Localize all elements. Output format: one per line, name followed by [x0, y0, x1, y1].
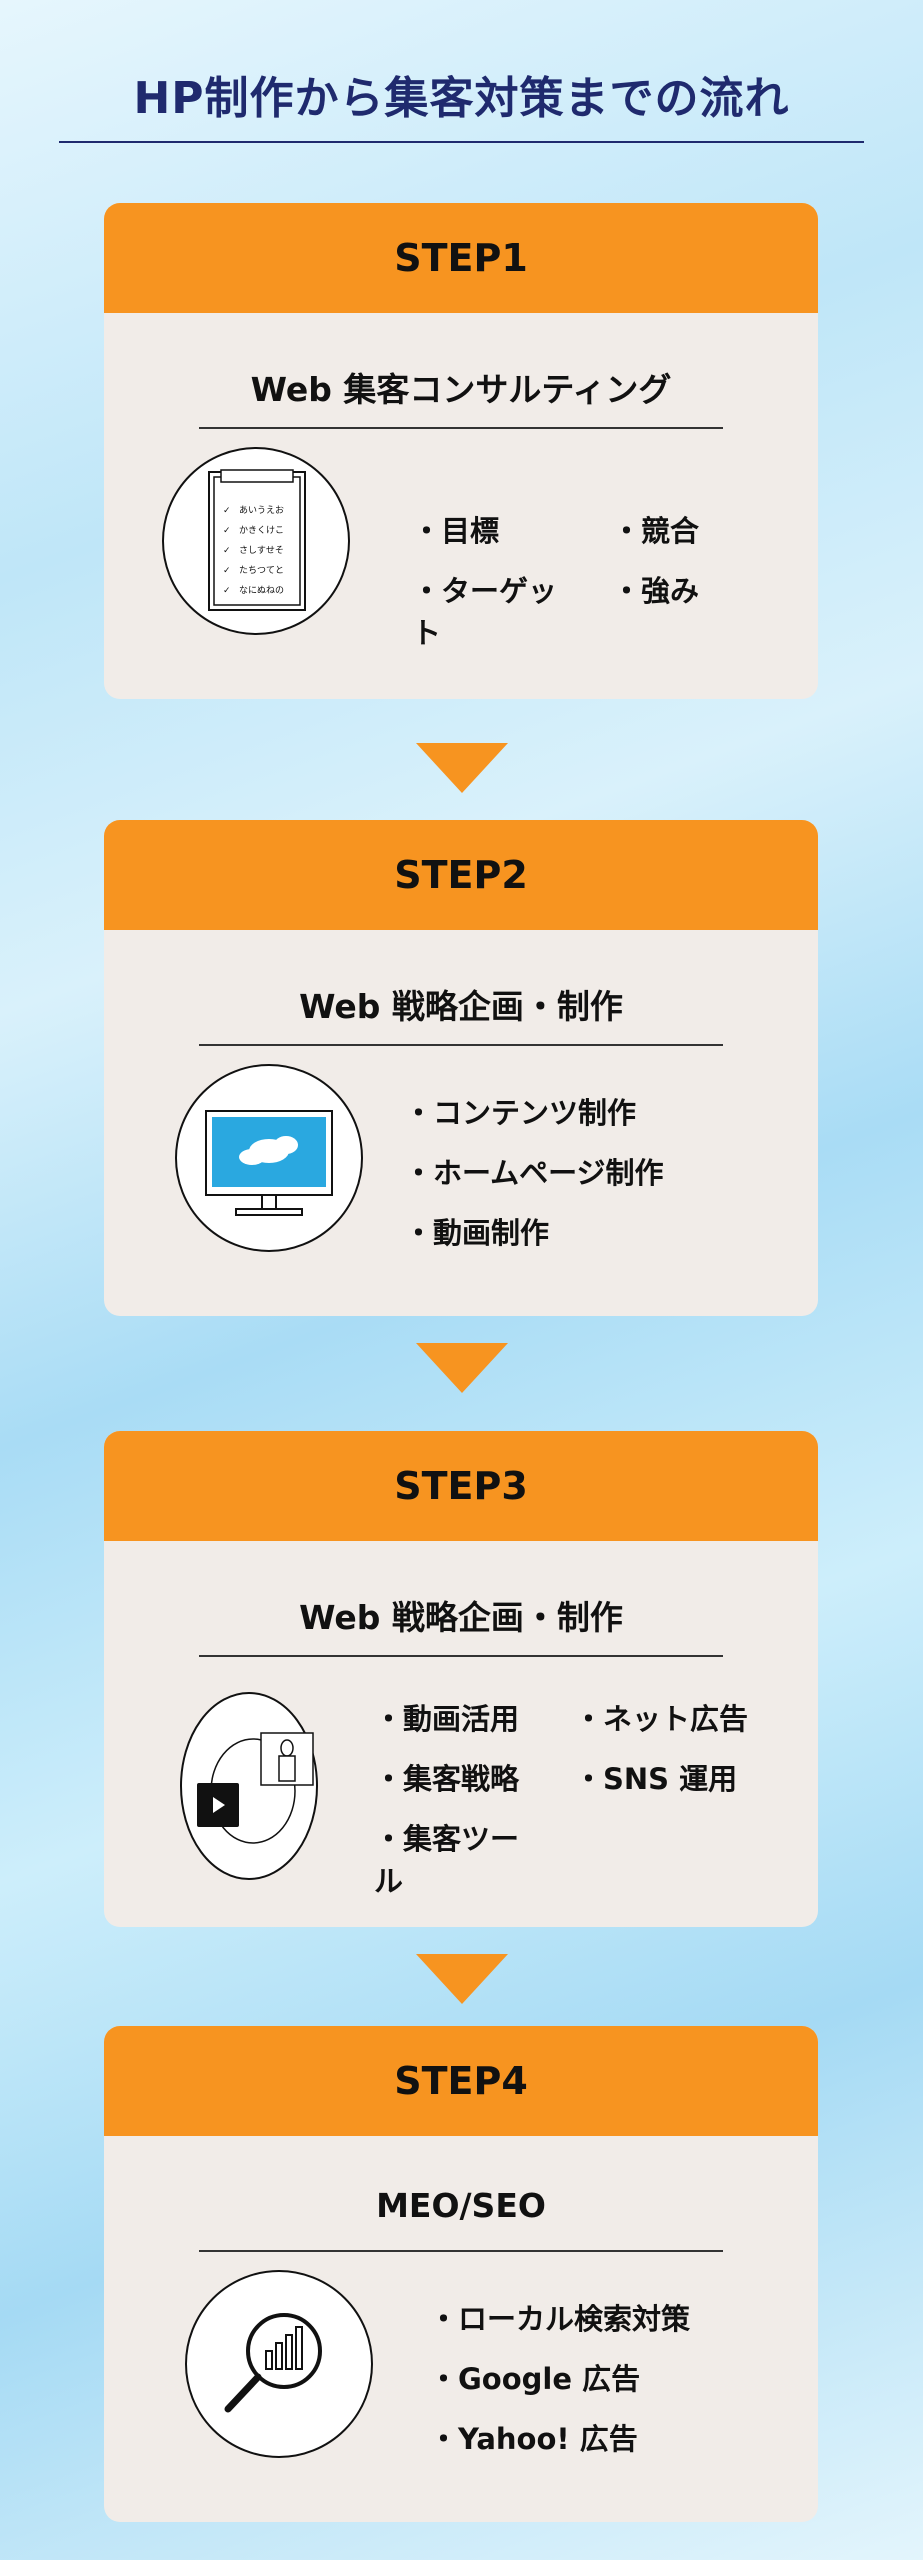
search-chart-icon — [185, 2270, 373, 2458]
list-item: ・動画制作 — [404, 1216, 550, 1250]
svg-text:✓: ✓ — [223, 586, 231, 596]
list-item: ・ネット広告 — [574, 1702, 749, 1736]
arrow-down-icon — [416, 1954, 508, 2004]
list-item: ・目標 — [412, 514, 500, 548]
step-label: STEP2 — [104, 820, 818, 930]
svg-text:✓: ✓ — [223, 526, 231, 536]
list-item: ・競合 — [612, 514, 700, 548]
list-item: ・Google 広告 — [429, 2362, 641, 2396]
svg-text:✓: ✓ — [223, 566, 231, 576]
checklist-line: さしすせそ — [239, 545, 284, 556]
monitor-cloud-icon — [175, 1064, 363, 1252]
subtitle-divider — [199, 1655, 723, 1657]
step-items: ・目標 ・競合 ・ターゲット ・強み — [412, 508, 699, 652]
step-items: ・動画活用 ・ネット広告 ・集客戦略 ・SNS 運用 ・集客ツール — [374, 1696, 748, 1900]
list-item: ・ホームページ制作 — [404, 1156, 664, 1190]
list-item: ・動画活用 — [374, 1702, 520, 1736]
step-label: STEP4 — [104, 2026, 818, 2136]
checklist-line: たちつてと — [239, 565, 284, 576]
step-subtitle: Web 集客コンサルティング — [250, 370, 672, 409]
step-card-3: STEP3 Web 戦略企画・制作 ・動画活用 ・ネット広告 ・集客戦略 ・SN… — [104, 1431, 818, 1927]
list-item: ・ローカル検索対策 — [429, 2302, 691, 2336]
step-subtitle: Web 戦略企画・制作 — [299, 1598, 623, 1637]
subtitle-divider — [199, 427, 723, 429]
step-label: STEP1 — [104, 203, 818, 313]
checklist-clipboard-icon: ✓ あいうえお ✓ かきくけこ ✓ さしすせそ ✓ たちつてと ✓ なにぬねの — [162, 447, 350, 635]
subtitle-divider — [199, 2250, 723, 2252]
list-item: ・強み — [612, 574, 700, 608]
step-subtitle: MEO/SEO — [376, 2186, 546, 2225]
list-item: ・Yahoo! 広告 — [429, 2422, 638, 2456]
checklist-line: なにぬねの — [239, 585, 284, 596]
title-divider — [59, 141, 864, 143]
checklist-line: かきくけこ — [239, 525, 284, 536]
step-card-1: STEP1 Web 集客コンサルティング ✓ あいうえお ✓ かきくけこ ✓ さしすせ… — [104, 203, 818, 699]
list-item: ・SNS 運用 — [574, 1762, 738, 1796]
step-card-4: STEP4 MEO/SEO ・ローカル検索対策 ・Google 広告 ・Yaho… — [104, 2026, 818, 2522]
step-subtitle: Web 戦略企画・制作 — [299, 987, 623, 1026]
page-title: HP制作から集客対策までの流れ — [133, 73, 790, 124]
svg-text:✓: ✓ — [223, 506, 231, 516]
list-item: ・コンテンツ制作 — [404, 1096, 637, 1130]
video-marketing-icon — [180, 1692, 318, 1880]
step-items: ・コンテンツ制作 ・ホームページ制作 ・動画制作 — [404, 1090, 664, 1252]
arrow-down-icon — [416, 743, 508, 793]
checklist-line: あいうえお — [239, 505, 284, 516]
step-card-2: STEP2 Web 戦略企画・制作 ・コンテンツ制作 ・ホームページ制作 ・動画… — [104, 820, 818, 1316]
list-item: ・集客戦略 — [374, 1762, 520, 1796]
arrow-down-icon — [416, 1343, 508, 1393]
step-items: ・ローカル検索対策 ・Google 広告 ・Yahoo! 広告 — [429, 2296, 690, 2458]
svg-text:✓: ✓ — [223, 546, 231, 556]
list-item: ・ターゲット — [412, 574, 558, 650]
list-item: ・集客ツール — [374, 1822, 520, 1898]
subtitle-divider — [199, 1044, 723, 1046]
step-label: STEP3 — [104, 1431, 818, 1541]
